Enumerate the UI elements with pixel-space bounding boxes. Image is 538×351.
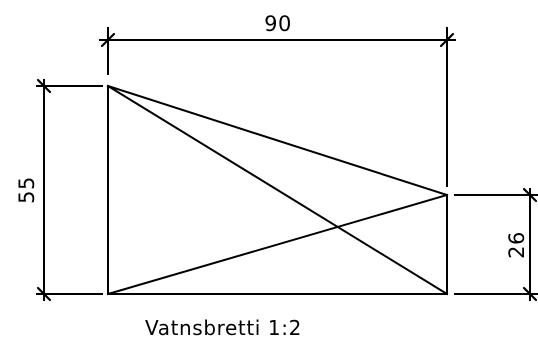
top-slope-edge (106, 84, 449, 197)
right-tick-top (522, 187, 538, 203)
width-label: 90 (264, 12, 292, 36)
diagonal-bottom-left-to-top-right (106, 193, 449, 296)
diagonal-top-left-to-bottom-right (106, 84, 449, 296)
height-right-label: 26 (505, 231, 529, 259)
shape-outline (106, 84, 449, 295)
right-tick-bottom (522, 286, 538, 302)
top-tick-right (439, 32, 455, 48)
diagonals (106, 84, 449, 296)
left-tick-bottom (36, 286, 52, 302)
drawing-caption: Vatnsbretti 1:2 (145, 316, 302, 340)
left-dimension: 55 (15, 78, 103, 302)
top-dimension: 90 (99, 12, 456, 187)
left-tick-top (36, 78, 52, 94)
top-tick-left (100, 32, 116, 48)
right-dimension: 26 (454, 187, 538, 302)
height-left-label: 55 (15, 176, 39, 204)
